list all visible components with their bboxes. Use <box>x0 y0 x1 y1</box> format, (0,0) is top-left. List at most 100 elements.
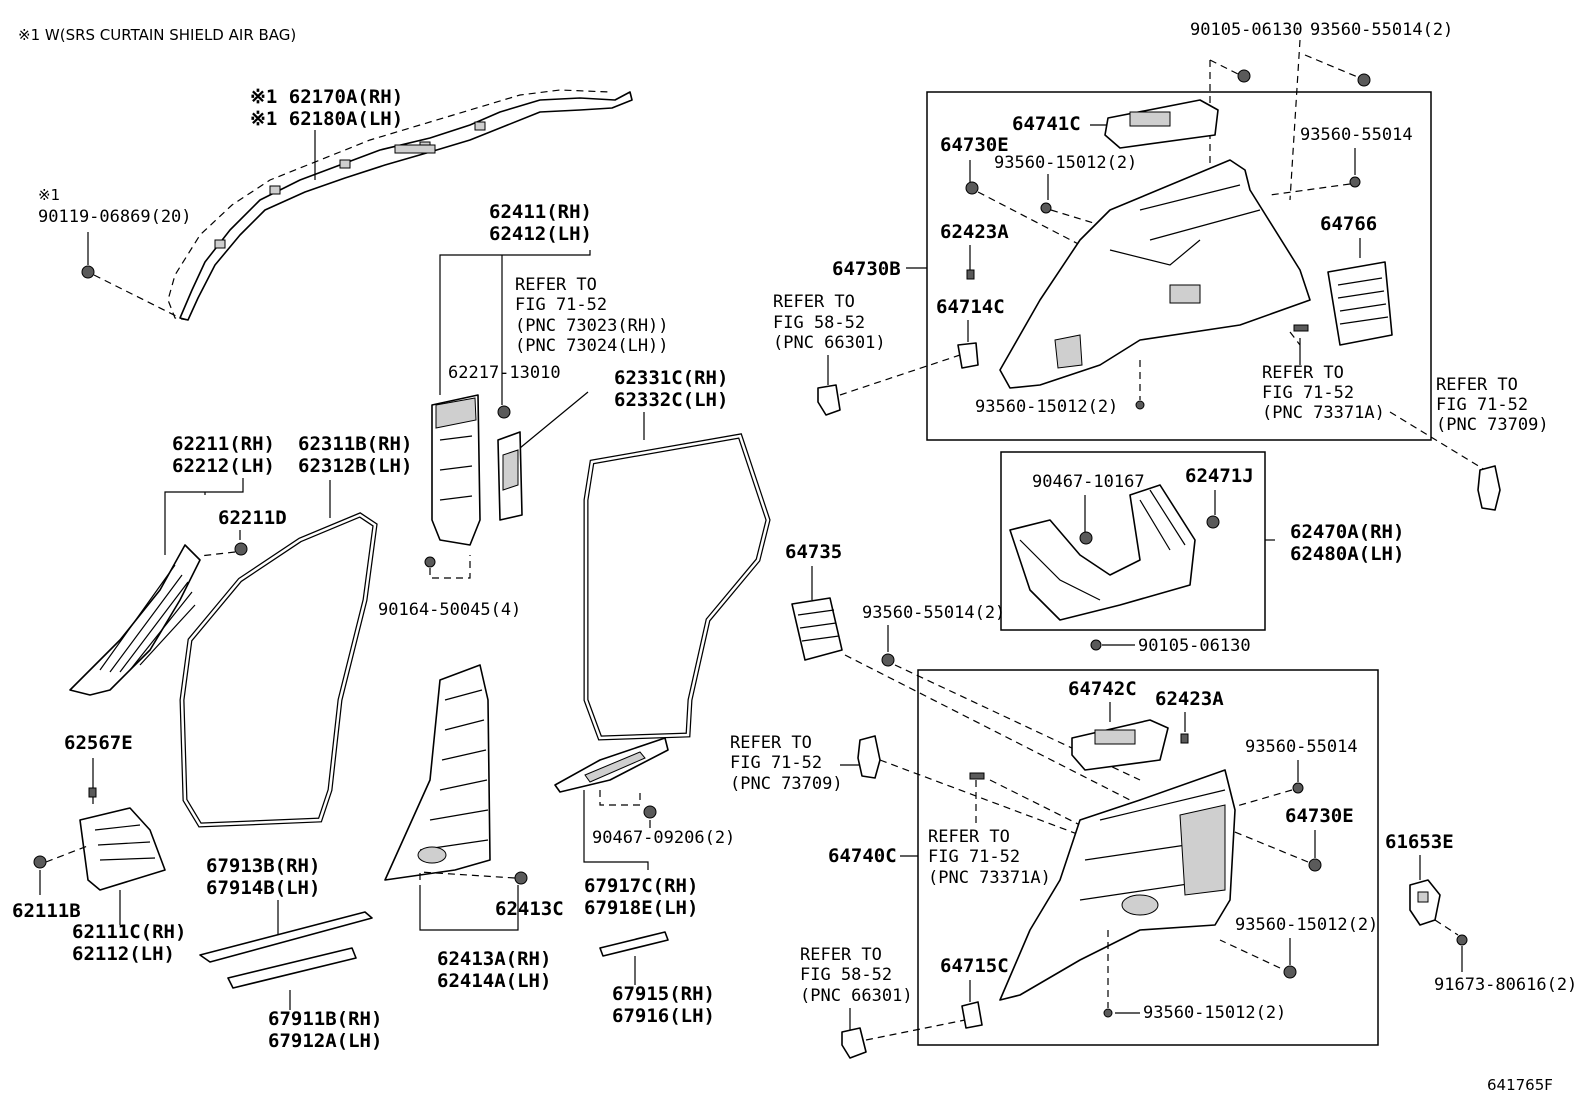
label-62112: 62112(LH) <box>72 943 175 965</box>
label-mark1: ※1 <box>38 186 60 204</box>
label-64714C: 64714C <box>936 296 1005 318</box>
label-refer-a4: (PNC 73024(LH)) <box>515 336 669 356</box>
label-93560-15012-2-a: 93560-15012(2) <box>994 153 1137 173</box>
kick-panel-62111C-part <box>79 807 166 891</box>
label-refer-f3: (PNC 73371A) <box>928 868 1051 888</box>
label-93560-55014-2-mid: 93560-55014(2) <box>862 603 1005 623</box>
label-64715C: 64715C <box>940 955 1009 977</box>
label-62217: 62217-13010 <box>448 363 561 383</box>
trim-73023-part <box>497 431 523 521</box>
box-62470A <box>1000 451 1266 631</box>
clip-90119 <box>81 265 95 279</box>
scuff-plate-67913B-part <box>199 911 373 963</box>
label-62312B: 62312B(LH) <box>298 455 412 477</box>
label-62413C: 62413C <box>495 898 564 920</box>
label-67917C: 67917C(RH) <box>584 875 698 897</box>
label-62331C: 62331C(RH) <box>614 367 728 389</box>
label-64740C: 64740C <box>828 845 897 867</box>
label-64730E-top: 64730E <box>940 134 1009 156</box>
cup-holder-64742C-part <box>1071 719 1169 771</box>
cup-holder-64741C-part <box>1104 99 1219 149</box>
cover-64715C-part <box>961 1001 983 1029</box>
label-90119: 90119-06869(20) <box>38 207 192 227</box>
label-62111C: 62111C(RH) <box>72 921 186 943</box>
label-90105-mid: 90105-06130 <box>1138 636 1251 656</box>
label-67914B: 67914B(LH) <box>206 877 320 899</box>
label-62413A: 62413A(RH) <box>437 948 551 970</box>
label-64735: 64735 <box>785 541 842 563</box>
hook-66301-lower-part <box>841 1027 867 1059</box>
label-refer-g1: REFER TO <box>800 945 882 965</box>
hook-73709-upper-part <box>1477 465 1501 511</box>
label-62211: 62211(RH) <box>172 433 275 455</box>
label-refer-d2: FIG 71-52 <box>1436 395 1528 415</box>
header-note: ※1 W(SRS CURTAIN SHIELD AIR BAG) <box>18 26 296 44</box>
label-62470A: 62470A(RH) <box>1290 521 1404 543</box>
label-67918E: 67918E(LH) <box>584 897 698 919</box>
label-91673: 91673-80616(2) <box>1434 975 1577 995</box>
label-90164: 90164-50045(4) <box>378 600 521 620</box>
label-62414A: 62414A(LH) <box>437 970 551 992</box>
label-93560-15012-2-d: 93560-15012(2) <box>1143 1003 1286 1023</box>
label-refer-a3: (PNC 73023(RH)) <box>515 316 669 336</box>
label-62311B: 62311B(RH) <box>298 433 412 455</box>
label-refer-g2: FIG 58-52 <box>800 965 892 985</box>
label-62471J: 62471J <box>1185 465 1254 487</box>
label-refer-a1: REFER TO <box>515 275 597 295</box>
label-62170A: ※1 62170A(RH) <box>250 86 403 108</box>
quarter-trim-64740C-part <box>999 769 1236 1001</box>
hook-66301-upper-part <box>817 384 841 416</box>
label-62411: 62411(RH) <box>489 201 592 223</box>
label-refer-g3: (PNC 66301) <box>800 986 913 1006</box>
label-62111B: 62111B <box>12 900 81 922</box>
label-93560-15012-2-c: 93560-15012(2) <box>1235 915 1378 935</box>
weatherstrip-62331C-part <box>583 433 771 741</box>
label-90467-10167: 90467-10167 <box>1032 472 1145 492</box>
label-93560-55014-low: 93560-55014 <box>1245 737 1358 757</box>
curtain-airbag-part <box>167 89 633 321</box>
label-62332C: 62332C(LH) <box>614 389 728 411</box>
label-64730E-low: 64730E <box>1285 805 1354 827</box>
label-93560-15012-2-b: 93560-15012(2) <box>975 397 1118 417</box>
label-refer-e1: REFER TO <box>730 733 812 753</box>
label-refer-b1: REFER TO <box>773 292 855 312</box>
label-62423A-low: 62423A <box>1155 688 1224 710</box>
hook-73709-lower-part <box>857 735 881 779</box>
label-refer-e3: (PNC 73709) <box>730 774 843 794</box>
pillar-62413A-part <box>384 664 491 881</box>
label-62480A: 62480A(LH) <box>1290 543 1404 565</box>
label-refer-a2: FIG 71-52 <box>515 295 607 315</box>
label-refer-b3: (PNC 66301) <box>773 333 886 353</box>
label-62211D: 62211D <box>218 507 287 529</box>
net-64735-part <box>791 597 843 661</box>
label-refer-c3: (PNC 73371A) <box>1262 403 1385 423</box>
label-90467-09206: 90467-09206(2) <box>592 828 735 848</box>
label-67911B: 67911B(RH) <box>268 1008 382 1030</box>
label-refer-c1: REFER TO <box>1262 363 1344 383</box>
scuff-plate-67911B-part <box>227 947 357 989</box>
label-67916: 67916(LH) <box>612 1005 715 1027</box>
label-62180A: ※1 62180A(LH) <box>250 108 403 130</box>
label-refer-f2: FIG 71-52 <box>928 847 1020 867</box>
label-67915: 67915(RH) <box>612 983 715 1005</box>
label-62412: 62412(LH) <box>489 223 592 245</box>
scuff-67915-part <box>599 931 669 957</box>
scuff-67917C-part <box>554 737 669 793</box>
trim-62470A-part <box>1009 484 1196 621</box>
box-64740C <box>917 669 1379 1046</box>
figure-code: 641765F <box>1487 1076 1553 1094</box>
weatherstrip-62311B-part <box>179 512 378 828</box>
cover-64714C-part <box>957 342 979 369</box>
pillar-62411-part <box>431 394 481 546</box>
label-64766: 64766 <box>1320 213 1377 235</box>
label-refer-f1: REFER TO <box>928 827 1010 847</box>
label-90105-top: 90105-06130 <box>1190 20 1303 40</box>
net-64766-part <box>1327 261 1393 346</box>
label-61653E: 61653E <box>1385 831 1454 853</box>
label-67913B: 67913B(RH) <box>206 855 320 877</box>
quarter-trim-64730B-part <box>999 159 1311 389</box>
label-93560-55014-2-top: 93560-55014(2) <box>1310 20 1453 40</box>
label-64742C: 64742C <box>1068 678 1137 700</box>
label-62567E: 62567E <box>64 732 133 754</box>
